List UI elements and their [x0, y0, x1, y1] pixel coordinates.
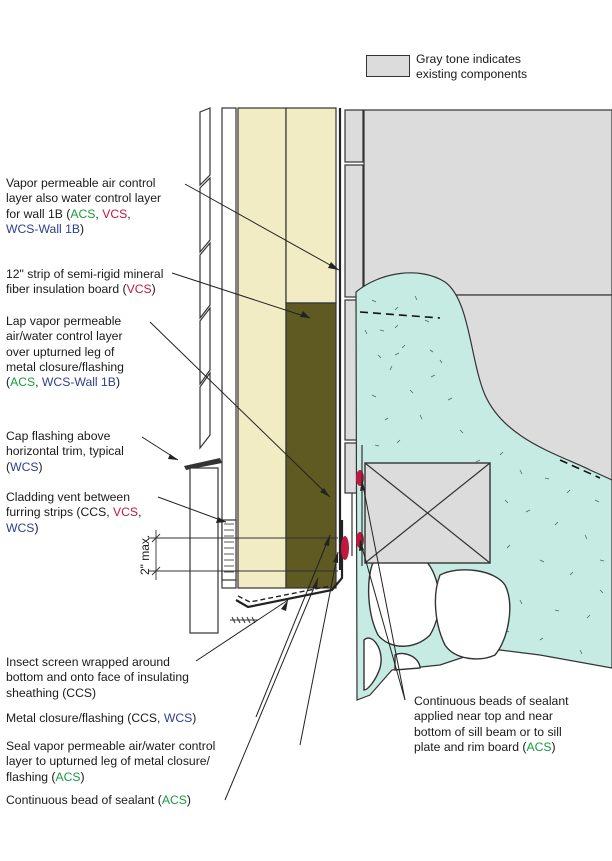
- leader-lines: [141, 183, 406, 801]
- furring-strip: [221, 107, 237, 589]
- label-metal-closure: Metal closure/flashing (CCS, WCS): [6, 711, 197, 725]
- concrete-dashed-line: [359, 311, 441, 319]
- metal-closure-flashing: [235, 520, 344, 609]
- label-cladding-vent: Cladding vent between furring strips (CC…: [6, 490, 142, 535]
- label-insect-screen: Insect screen wrapped around bottom and …: [6, 655, 189, 700]
- label-mineral-fiber-strip: 12" strip of semi-rigid mineral fiber in…: [6, 267, 164, 297]
- legend-swatch: [366, 55, 410, 77]
- insulation-outer: [237, 107, 287, 589]
- label-continuous-bead: Continuous bead of sealant (ACS): [6, 793, 191, 807]
- concrete-speckle: [364, 295, 605, 655]
- label-continuous-beads: Continuous beads of sealant applied near…: [414, 694, 569, 754]
- horizontal-trim: [189, 467, 219, 634]
- siding: [199, 107, 211, 450]
- stone-foundation: [363, 549, 511, 691]
- legend-text: Gray tone indicates existing components: [416, 52, 527, 83]
- dimension-2in: [148, 530, 338, 580]
- label-seal-vapor-permeable: Seal vapor permeable air/water control l…: [6, 739, 216, 784]
- fastener-screw: [230, 616, 258, 624]
- leader-arrowheads: [168, 262, 365, 611]
- cap-flashing: [184, 458, 222, 470]
- insect-screen: [237, 585, 331, 603]
- concrete-dashed-line-2: [559, 459, 601, 479]
- legend-line-2: existing components: [416, 67, 528, 82]
- label-lap-vapor-permeable: Lap vapor permeable air/water control la…: [6, 314, 124, 390]
- cladding-vent: [221, 519, 237, 581]
- label-vapor-permeable-air-control: Vapor permeable air control layer also w…: [6, 176, 162, 236]
- existing-wall: [363, 109, 612, 296]
- insulation-inner: [285, 107, 337, 304]
- label-cap-flashing: Cap flashing above horizontal trim, typi…: [6, 429, 124, 474]
- legend-line-1: Gray tone indicates: [416, 52, 522, 66]
- dimension-label: 2" max.: [138, 535, 152, 575]
